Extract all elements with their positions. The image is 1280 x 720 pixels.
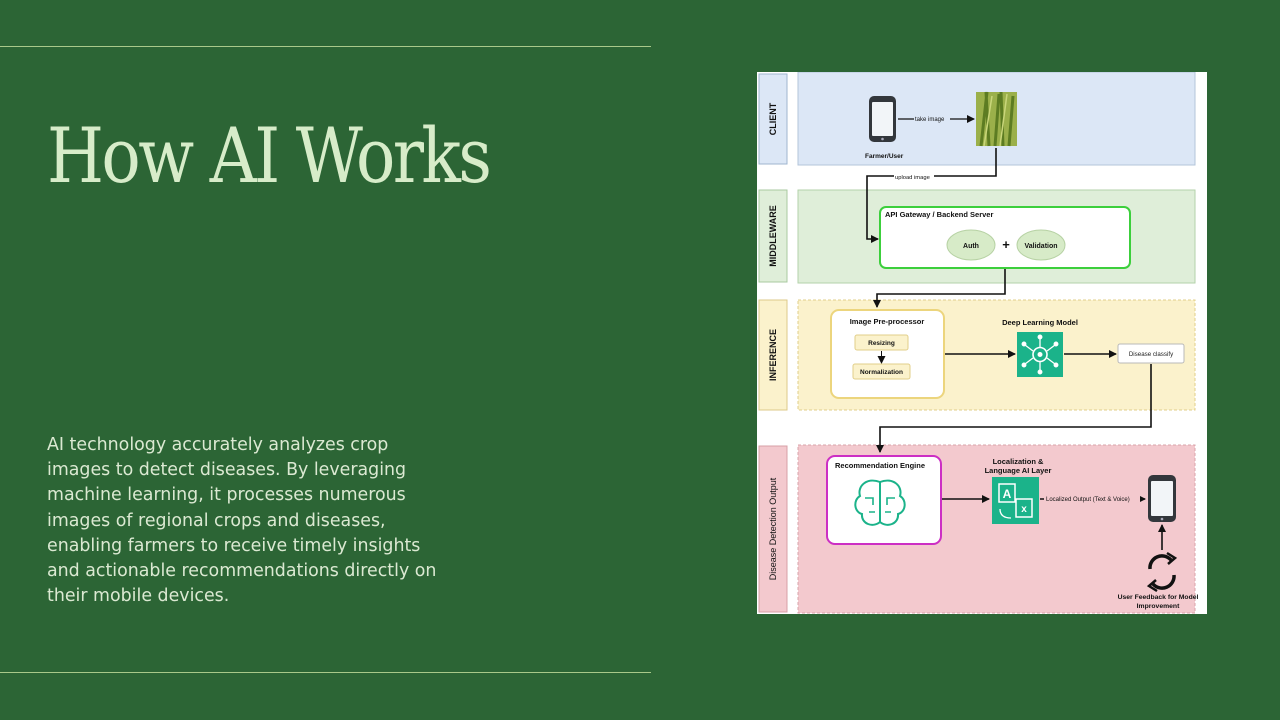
disease-classify-node bbox=[1117, 343, 1185, 364]
translate-icon: A x bbox=[992, 477, 1039, 524]
svg-text:A: A bbox=[1003, 487, 1012, 501]
api-gateway-title: API Gateway / Backend Server bbox=[885, 210, 993, 219]
lane-label-inference: INFERENCE bbox=[768, 329, 778, 381]
lane-header-output: Disease Detection Output bbox=[758, 445, 788, 613]
disease-classify-label: Disease classify bbox=[1129, 351, 1174, 358]
localization-title-line1: Localization & bbox=[993, 457, 1044, 466]
resizing-node bbox=[854, 334, 909, 351]
top-divider bbox=[0, 46, 651, 47]
farmer-user-label: Farmer/User bbox=[865, 153, 904, 160]
validation-node bbox=[1016, 229, 1066, 261]
upload-image-label: upload image bbox=[895, 175, 930, 181]
auth-label: Auth bbox=[963, 243, 979, 250]
validation-label: Validation bbox=[1024, 243, 1057, 250]
refresh-cycle-icon bbox=[1146, 551, 1178, 593]
feedback-label-line1: User Feedback for Model bbox=[1118, 594, 1199, 601]
architecture-diagram: CLIENT MIDDLEWARE INFERENCE Disease Dete… bbox=[757, 72, 1207, 614]
lane-label-middleware: MIDDLEWARE bbox=[768, 205, 778, 267]
preprocessor-title: Image Pre-processor bbox=[850, 317, 925, 326]
model-title: Deep Learning Model bbox=[1002, 318, 1078, 327]
bottom-divider bbox=[0, 672, 651, 673]
recommendation-engine-box bbox=[826, 455, 942, 545]
upload-image-arrow bbox=[866, 148, 997, 243]
localized-output-label: Localized Output (Text & Voice) bbox=[1046, 497, 1130, 503]
resizing-label: Resizing bbox=[868, 340, 895, 347]
lane-label-output: Disease Detection Output bbox=[768, 477, 778, 580]
normalization-node bbox=[852, 363, 911, 380]
localization-title-line2: Language AI Layer bbox=[985, 466, 1052, 475]
take-image-label: take image bbox=[915, 117, 945, 123]
ai-brain-icon bbox=[854, 479, 906, 526]
neural-network-icon bbox=[1017, 332, 1063, 377]
gateway-to-preprocessor-arrow bbox=[873, 269, 1006, 308]
lane-header-inference: INFERENCE bbox=[758, 299, 788, 411]
feedback-label-line2: Improvement bbox=[1137, 603, 1180, 610]
page-title: How AI Works bbox=[47, 111, 492, 200]
description-text: AI technology accurately analyzes crop i… bbox=[47, 435, 437, 607]
api-gateway-box bbox=[879, 206, 1131, 269]
lane-header-middleware: MIDDLEWARE bbox=[758, 189, 788, 283]
output-smartphone-icon bbox=[1148, 475, 1176, 522]
svg-text:x: x bbox=[1021, 504, 1027, 515]
smartphone-icon bbox=[869, 96, 896, 142]
lane-label-client: CLIENT bbox=[768, 102, 778, 135]
plus-label: + bbox=[1002, 237, 1010, 252]
crop-photo-icon bbox=[976, 91, 1017, 147]
recommendation-engine-title: Recommendation Engine bbox=[835, 461, 925, 470]
lane-header-client: CLIENT bbox=[758, 73, 788, 165]
normalization-label: Normalization bbox=[860, 369, 903, 376]
auth-node bbox=[946, 229, 996, 261]
classify-to-recommendation-arrow bbox=[876, 364, 1152, 453]
